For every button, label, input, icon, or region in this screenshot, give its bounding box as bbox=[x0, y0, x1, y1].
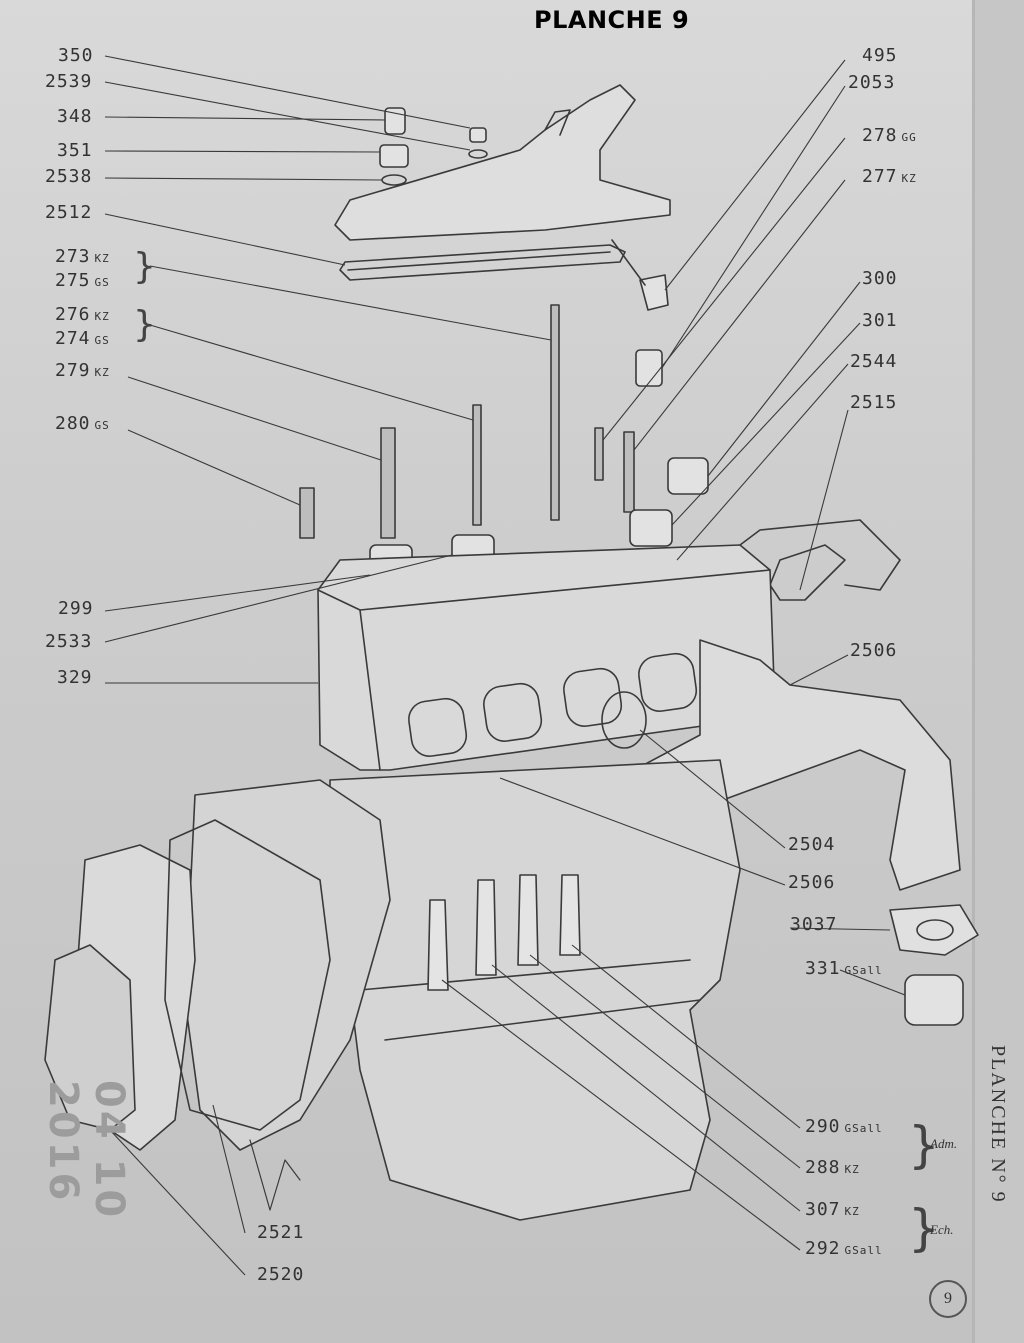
label-2053: 2053 bbox=[848, 72, 896, 93]
stud-280 bbox=[299, 487, 315, 539]
label-2506-upper: 2506 bbox=[850, 640, 898, 661]
label-3037: 3037 bbox=[790, 914, 838, 935]
bell-housing bbox=[184, 779, 391, 1151]
label-2520: 2520 bbox=[257, 1264, 305, 1285]
fitting-350 bbox=[469, 127, 487, 143]
label-2515: 2515 bbox=[850, 392, 898, 413]
guide-292 bbox=[559, 874, 581, 956]
label-2506-lower: 2506 bbox=[788, 872, 836, 893]
filler-nut bbox=[379, 144, 409, 168]
label-2533: 2533 bbox=[45, 631, 93, 652]
page-fold bbox=[972, 0, 975, 1343]
guide-288 bbox=[475, 879, 497, 976]
washer bbox=[381, 174, 407, 186]
brace-icon: } bbox=[908, 1116, 940, 1174]
label-2504: 2504 bbox=[788, 834, 836, 855]
date-stamp: 04 10 2016 bbox=[40, 1080, 132, 1221]
gasket-2504 bbox=[601, 691, 647, 749]
union-2053 bbox=[635, 349, 663, 387]
gasket-2521 bbox=[164, 819, 331, 1131]
stud-273 bbox=[550, 304, 560, 521]
nut-331 bbox=[904, 974, 964, 1026]
signature-mark bbox=[249, 1139, 301, 1211]
guide-290 bbox=[427, 899, 449, 991]
brace-icon: } bbox=[908, 1199, 940, 1257]
stud-277 bbox=[623, 431, 635, 513]
page-title: PLANCHE 9 bbox=[534, 6, 690, 34]
brace-icon: } bbox=[133, 246, 156, 287]
label-495: 495 bbox=[862, 45, 898, 66]
page-number: 9 bbox=[929, 1280, 967, 1318]
label-2538: 2538 bbox=[45, 166, 93, 187]
gasket-2515 bbox=[769, 544, 846, 601]
port-3 bbox=[563, 667, 623, 727]
nut-300 bbox=[667, 457, 709, 495]
stud-279 bbox=[380, 427, 396, 539]
label-351: 351 bbox=[57, 140, 93, 161]
port-1 bbox=[408, 697, 468, 757]
brace-icon: } bbox=[133, 304, 156, 345]
port-4 bbox=[638, 652, 698, 712]
oil-valve bbox=[639, 274, 669, 311]
port-2 bbox=[483, 682, 543, 742]
nut-301 bbox=[629, 509, 673, 547]
note-ech: Ech. bbox=[930, 1222, 954, 1237]
rocker-cover bbox=[334, 84, 671, 241]
page-margin bbox=[975, 0, 1024, 1343]
label-2539: 2539 bbox=[45, 71, 93, 92]
label-329: 329 bbox=[57, 667, 93, 688]
label-2544: 2544 bbox=[850, 351, 898, 372]
label-300: 300 bbox=[862, 268, 898, 289]
stud-276 bbox=[472, 404, 482, 526]
guide-307 bbox=[517, 874, 539, 966]
rocker-gasket bbox=[339, 244, 626, 281]
note-adm: Adm. bbox=[930, 1136, 958, 1151]
label-2512: 2512 bbox=[45, 202, 93, 223]
gasket-2520 bbox=[44, 944, 136, 1131]
side-title: PLANCHE N° 9 bbox=[987, 1045, 1009, 1204]
flange-3037 bbox=[889, 904, 979, 956]
engine-block bbox=[329, 759, 741, 1221]
label-301: 301 bbox=[862, 310, 898, 331]
label-299: 299 bbox=[58, 598, 94, 619]
label-348: 348 bbox=[57, 106, 93, 127]
label-350: 350 bbox=[58, 45, 94, 66]
label-2521: 2521 bbox=[257, 1222, 305, 1243]
stud-278 bbox=[594, 427, 604, 481]
